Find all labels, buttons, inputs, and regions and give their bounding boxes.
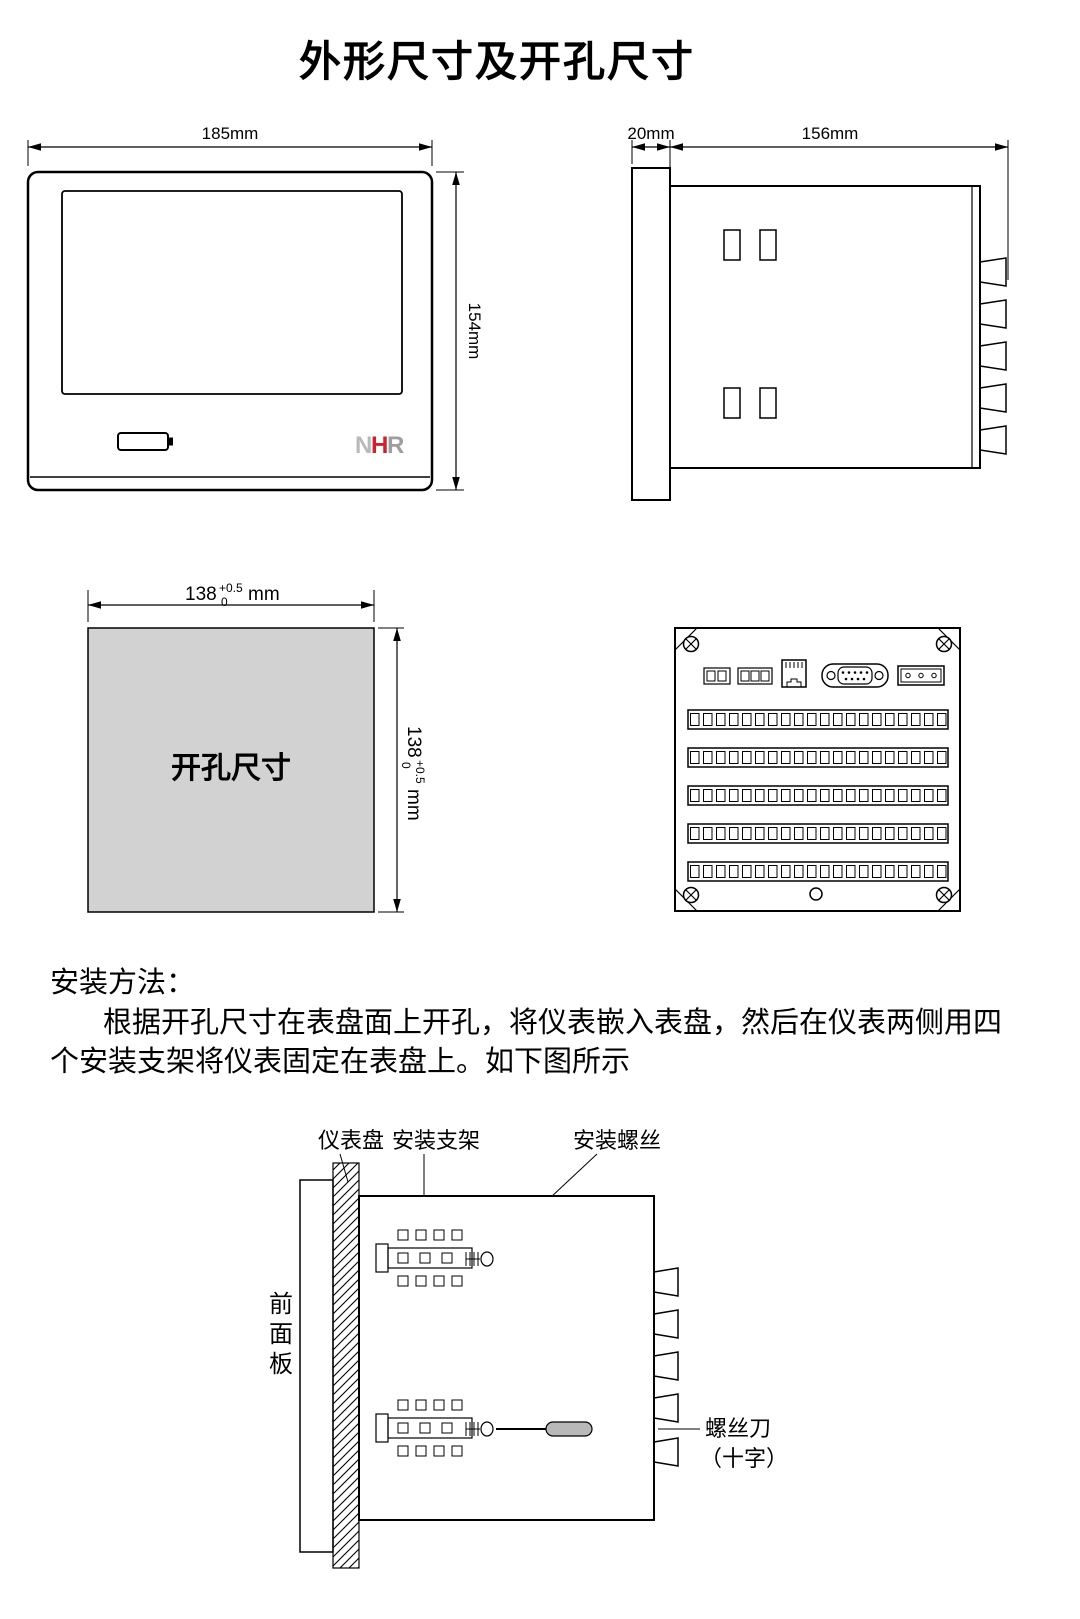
- logo-letter-h: H: [371, 432, 388, 459]
- width-dimension-label: 185mm: [202, 124, 259, 143]
- front-panel-plate: [299, 1179, 334, 1553]
- cutout-square: 开孔尺寸 138 +0.5 0 mm 138 +0.5 0 mm: [87, 581, 427, 913]
- svg-text:138: 138: [185, 584, 217, 605]
- mounting-screw-icon: [465, 1251, 494, 1267]
- svg-text:+0.5: +0.5: [413, 760, 427, 784]
- svg-text:138: 138: [403, 726, 424, 758]
- mounting-bracket-bottom: [375, 1399, 494, 1457]
- page-title: 外形尺寸及开孔尺寸: [299, 38, 695, 85]
- mounting-clips: [979, 257, 1007, 455]
- svg-text:前: 前: [269, 1291, 293, 1318]
- svg-text:+0.5: +0.5: [219, 581, 243, 595]
- label-screwdriver-type: （十字）: [700, 1446, 788, 1471]
- ground-hole: [809, 887, 823, 901]
- height-dimension-label: 154mm: [465, 303, 484, 360]
- cutout-area: [87, 627, 375, 913]
- label-instrument-panel: 仪表盘: [318, 1128, 384, 1153]
- terminal-connector: [897, 665, 945, 686]
- mounting-screw-icon: [465, 1421, 494, 1437]
- side-body: [669, 185, 981, 469]
- nhr-logo: N H R: [355, 432, 404, 459]
- body-depth-label: 156mm: [802, 124, 859, 143]
- mounting-bracket-top: [375, 1229, 494, 1287]
- logo-letter-r: R: [387, 432, 404, 459]
- cutout-label: 开孔尺寸: [171, 752, 291, 785]
- install-heading: 安装方法：: [50, 966, 195, 999]
- front-view-dimensions: 185mm 154mm: [27, 124, 484, 491]
- rear-panel: [674, 627, 961, 912]
- cutout-height-label: 138 +0.5 0 mm: [399, 726, 427, 821]
- battery-icon: [117, 432, 173, 451]
- panel-wall-hatched: [332, 1162, 360, 1569]
- installation-diagram: 仪表盘 安装支架 安装螺丝: [269, 1128, 788, 1569]
- display-screen: [61, 190, 403, 395]
- mounting-clips-bottom: [653, 1267, 679, 1467]
- corner-screw-icon: [682, 886, 700, 904]
- db9-connector: [821, 663, 889, 688]
- install-paragraph-line2: 个安装支架将仪表固定在表盘上。如下图所示: [50, 1045, 630, 1078]
- side-view-dimensions: 20mm 156mm: [627, 124, 1009, 280]
- svg-text:mm: mm: [248, 584, 280, 605]
- install-paragraph-line1: 根据开孔尺寸在表盘面上开孔，将仪表嵌入表盘，然后在仪表两侧用四: [103, 1006, 1002, 1039]
- install-instructions: 安装方法： 根据开孔尺寸在表盘面上开孔，将仪表嵌入表盘，然后在仪表两侧用四 个安…: [50, 966, 1002, 1078]
- front-bezel: [26, 170, 434, 492]
- svg-text:mm: mm: [403, 789, 424, 821]
- screwdriver-icon: [496, 1421, 593, 1437]
- label-front-panel: 前 面 板: [269, 1291, 293, 1378]
- side-bezel: [631, 167, 671, 501]
- front-view: N H R: [26, 170, 434, 492]
- terminal-strips: [687, 709, 949, 882]
- rj45-port: [781, 659, 807, 688]
- corner-screw-icon: [935, 886, 953, 904]
- svg-text:0: 0: [221, 595, 228, 609]
- corner-screw-icon: [682, 635, 700, 653]
- rear-view: [674, 627, 961, 912]
- label-screwdriver: 螺丝刀: [705, 1416, 771, 1441]
- label-mounting-screw: 安装螺丝: [573, 1128, 661, 1153]
- svg-text:0: 0: [399, 762, 413, 769]
- side-view: [631, 167, 1007, 501]
- label-mounting-bracket: 安装支架: [392, 1128, 480, 1153]
- svg-text:板: 板: [269, 1351, 293, 1378]
- svg-text:面: 面: [269, 1322, 293, 1348]
- instrument-body: [358, 1195, 655, 1521]
- side-slots: [723, 229, 777, 419]
- bezel-depth-label: 20mm: [627, 124, 674, 143]
- dip-switch-2: [703, 667, 731, 685]
- cutout-width-label: 138 +0.5 0 mm: [185, 581, 280, 609]
- logo-letter-n: N: [355, 432, 372, 459]
- dip-switch-3: [737, 667, 773, 685]
- corner-screw-icon: [935, 635, 953, 653]
